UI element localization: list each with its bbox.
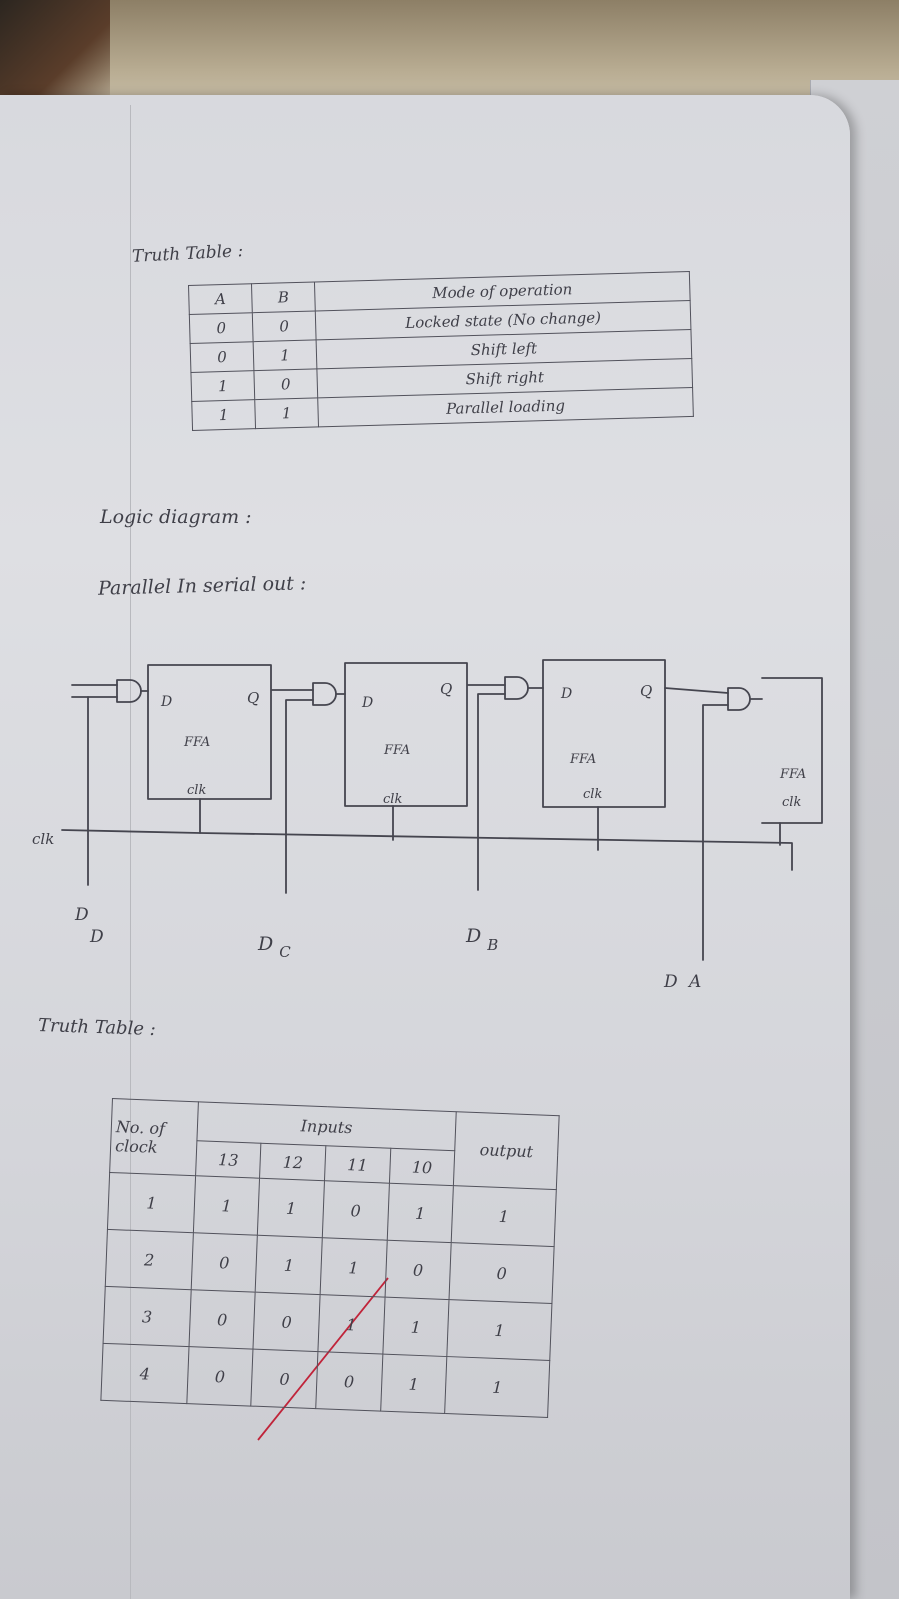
cell-i10: 1 (380, 1354, 448, 1414)
input-label-sub: A (687, 972, 701, 992)
ff-q-label: Q (247, 689, 259, 707)
and-gate (504, 676, 529, 700)
ff-name-label: FFA (183, 735, 210, 750)
cell-i13: 0 (188, 1289, 256, 1350)
ff-q-label: Q (640, 682, 652, 700)
red-pen-strike (257, 1277, 389, 1441)
ff-clk-label: clk (383, 792, 402, 807)
flip-flop-box (542, 659, 666, 808)
header-i10: 10 (389, 1148, 455, 1186)
cell-clock: 3 (103, 1286, 191, 1347)
truth-table-heading-2: Truth Table : (37, 1014, 157, 1041)
notebook-page (0, 95, 850, 1599)
cell-output: 1 (447, 1299, 552, 1361)
flip-flop-box (147, 664, 272, 800)
cell-output: 1 (451, 1185, 557, 1247)
ff-d-label: D (560, 686, 572, 702)
ff-clk-label: clk (583, 787, 602, 802)
cell-i11: 1 (320, 1237, 387, 1298)
cell-clock: 1 (107, 1172, 196, 1233)
cell-i13: 0 (190, 1232, 258, 1293)
input-label-main: D (89, 927, 104, 947)
cell-i10: 1 (386, 1183, 454, 1243)
input-label-dc: D C (257, 933, 291, 961)
input-label-d: D (74, 905, 89, 925)
header-i13: 13 (195, 1140, 262, 1179)
clock-table: No. of clock Inputs output 13 12 11 10 1… (100, 1098, 560, 1418)
and-gate (116, 679, 142, 703)
cell-output: 1 (444, 1356, 550, 1418)
cell-output: 0 (449, 1242, 555, 1304)
ff-name-label: FFA (569, 752, 596, 767)
and-gate (312, 682, 337, 706)
desk-shadow (0, 0, 110, 110)
cell-i12: 1 (257, 1178, 325, 1238)
cell-clock: 4 (100, 1343, 189, 1404)
cell-i12: 0 (253, 1292, 321, 1352)
margin-line (130, 105, 131, 1599)
ff-clk-label: clk (187, 783, 206, 798)
input-label-da: D A (663, 972, 701, 992)
cell-i12: 0 (251, 1349, 318, 1409)
cell-i11: 0 (315, 1351, 383, 1412)
input-label-sub: B (486, 936, 498, 954)
input-label-main: D (74, 905, 89, 925)
cell-i12: 1 (255, 1235, 323, 1295)
cell-clock: 2 (105, 1229, 194, 1290)
input-label-d: D (89, 927, 104, 947)
input-label-main: D (257, 933, 273, 955)
ff-q-label: Q (440, 680, 452, 698)
input-label-sub: C (279, 943, 291, 961)
input-label-main: D (663, 972, 678, 992)
cell-i13: 0 (186, 1346, 254, 1407)
cell-i10: 0 (384, 1240, 452, 1300)
header-i12: 12 (259, 1143, 326, 1181)
header-clock: No. of clock (109, 1098, 199, 1176)
ff-d-label: D (160, 694, 172, 710)
ff-name-label: FFA (383, 743, 410, 758)
flip-flop-box (344, 662, 468, 807)
header-i11: 11 (324, 1145, 391, 1184)
cell-i11: 1 (317, 1294, 385, 1355)
ff-name-label: FFA (779, 767, 806, 782)
header-output: output (453, 1111, 560, 1190)
and-gate (727, 687, 751, 711)
ff-clk-label: clk (782, 795, 801, 810)
cell-i10: 1 (382, 1297, 450, 1357)
cell-i13: 1 (193, 1175, 260, 1236)
input-label-main: D (465, 925, 481, 947)
clk-line-label: clk (32, 830, 54, 848)
flip-flop-box (761, 677, 823, 824)
ff-d-label: D (361, 695, 373, 711)
cell-i11: 0 (322, 1180, 390, 1241)
logic-diagram-heading: Logic diagram : (100, 506, 252, 528)
input-label-db: D B (465, 925, 498, 954)
